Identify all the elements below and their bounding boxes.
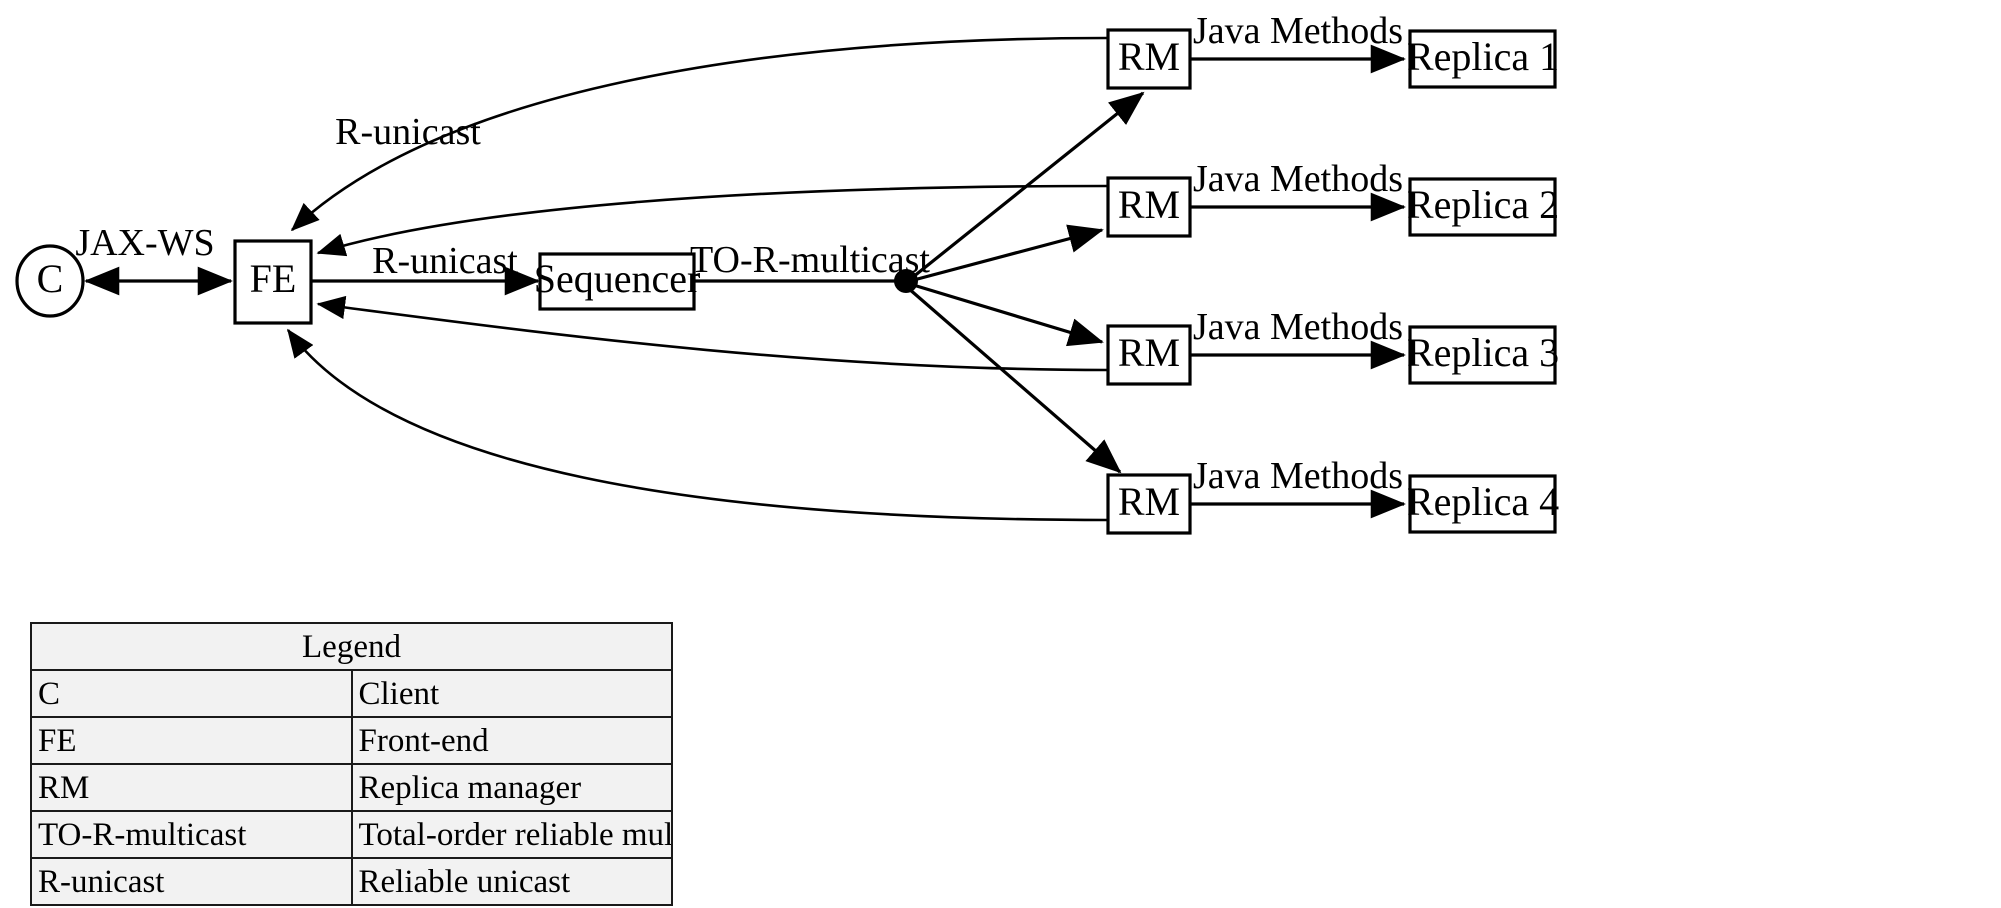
table-row: FE Front-end: [30, 716, 673, 765]
legend-value: Client: [350, 669, 673, 718]
multicast-junction-dot: [894, 269, 918, 293]
node-rm-1-label: RM: [1118, 34, 1180, 79]
node-rm-3-label: RM: [1118, 330, 1180, 375]
node-replica-3-label: Replica 3: [1407, 330, 1559, 375]
edge-label-java-methods-3: Java Methods: [1193, 306, 1403, 348]
node-replica-1-label: Replica 1: [1407, 34, 1559, 79]
edge-rm1-frontend: [290, 36, 1109, 232]
legend-table: Legend C Client FE Front-end RM Replica …: [30, 622, 673, 906]
legend-value: Front-end: [350, 716, 673, 765]
node-rm-2-label: RM: [1118, 182, 1180, 227]
legend-body: C Client FE Front-end RM Replica manager…: [30, 669, 673, 906]
node-client-label: C: [37, 256, 64, 301]
legend-value: Replica manager: [350, 763, 673, 812]
table-row: C Client: [30, 669, 673, 718]
edge-rm4-frontend: [286, 328, 1109, 522]
edge-junction-rm4: [906, 286, 1122, 474]
node-sequencer[interactable]: [538, 252, 696, 311]
edge-junction-rm2: [909, 224, 1104, 283]
edge-label-r-unicast-mid: R-unicast: [372, 240, 518, 282]
edge-label-java-methods-1: Java Methods: [1193, 10, 1403, 52]
node-frontend-label: FE: [250, 256, 297, 301]
node-rm-2[interactable]: [1106, 176, 1192, 238]
legend-value: Reliable unicast: [350, 857, 673, 906]
node-rm-4-label: RM: [1118, 479, 1180, 524]
node-sequencer-label: Sequencer: [534, 256, 701, 301]
node-replica-4[interactable]: [1408, 474, 1557, 534]
legend-panel: Legend C Client FE Front-end RM Replica …: [30, 622, 673, 906]
legend-key: C: [30, 669, 353, 718]
legend-key: RM: [30, 763, 353, 812]
edge-rm2-frontend: [316, 184, 1109, 257]
legend-title-row: Legend: [30, 622, 673, 671]
node-replica-2[interactable]: [1408, 177, 1557, 237]
edge-label-java-methods-2: Java Methods: [1193, 158, 1403, 200]
node-rm-1[interactable]: [1106, 28, 1192, 90]
table-row: RM Replica manager: [30, 763, 673, 812]
table-row: TO-R-multicast Total-order reliable mult…: [30, 810, 673, 859]
edge-label-jax-ws: JAX-WS: [75, 222, 214, 264]
table-row: R-unicast Reliable unicast: [30, 857, 673, 906]
legend-key: R-unicast: [30, 857, 353, 906]
edge-label-to-r-multicast: TO-R-multicast: [690, 239, 930, 281]
edge-rm3-frontend: [316, 295, 1109, 372]
node-client[interactable]: [15, 244, 85, 318]
node-rm-4[interactable]: [1106, 473, 1192, 535]
node-frontend[interactable]: [233, 239, 313, 325]
edge-label-r-unicast-top: R-unicast: [335, 111, 481, 153]
legend-key: TO-R-multicast: [30, 810, 353, 859]
edge-label-java-methods-4: Java Methods: [1193, 455, 1403, 497]
legend-value: Total-order reliable multicast: [350, 810, 673, 859]
node-rm-3[interactable]: [1106, 324, 1192, 386]
node-replica-3[interactable]: [1408, 325, 1557, 385]
edge-junction-rm3: [909, 282, 1104, 347]
node-replica-4-label: Replica 4: [1407, 479, 1559, 524]
legend-title: Legend: [30, 622, 673, 671]
node-replica-1[interactable]: [1408, 29, 1557, 89]
node-replica-2-label: Replica 2: [1407, 182, 1559, 227]
legend-key: FE: [30, 716, 353, 765]
